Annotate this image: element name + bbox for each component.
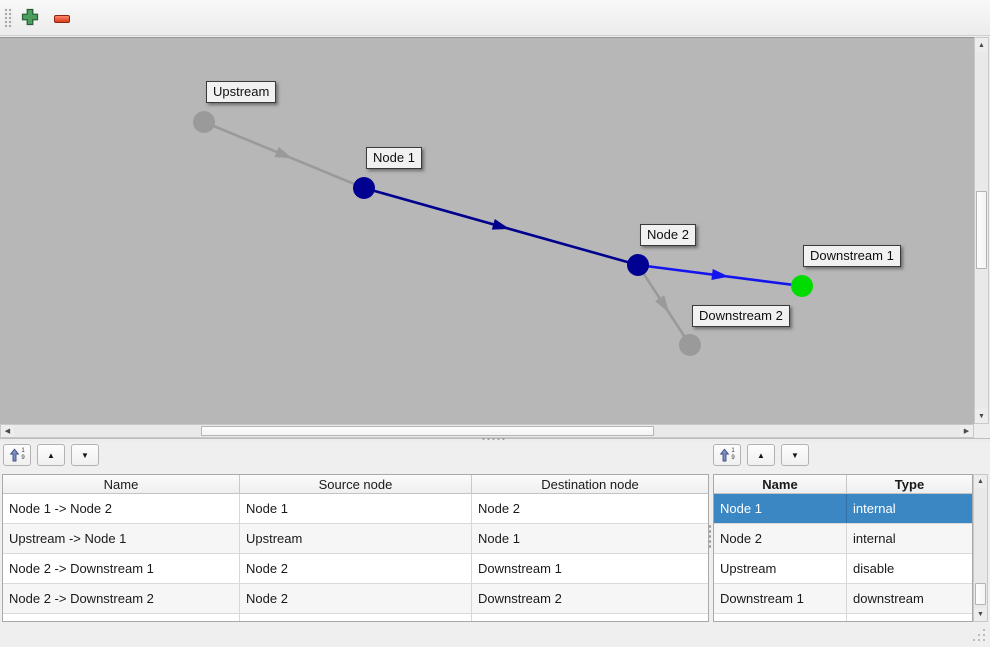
- edge-arrow-icon: [655, 295, 669, 313]
- main-toolbar: [0, 0, 990, 36]
- scroll-up-icon[interactable]: ▲: [975, 38, 988, 52]
- vertical-splitter-handle[interactable]: [708, 524, 712, 550]
- remove-button[interactable]: [50, 7, 74, 31]
- edge-sort-button[interactable]: 1 9: [3, 444, 31, 466]
- empty-row: [714, 614, 972, 621]
- node-label-node1[interactable]: Node 1: [366, 147, 422, 169]
- edge-arrow-icon: [274, 146, 293, 159]
- node-upstream[interactable]: [193, 111, 215, 133]
- move-down-icon: ▼: [791, 450, 799, 460]
- scroll-left-icon[interactable]: ◀: [1, 425, 14, 437]
- move-up-icon: ▲: [47, 450, 55, 460]
- node-row-selected[interactable]: Node 1 internal: [714, 494, 972, 524]
- node-row[interactable]: Node 2 internal: [714, 524, 972, 554]
- cell-destination[interactable]: Downstream 1: [478, 561, 562, 576]
- cell-type[interactable]: internal: [853, 501, 896, 516]
- add-button[interactable]: [18, 7, 42, 31]
- node-downstream2[interactable]: [679, 334, 701, 356]
- scroll-down-icon[interactable]: ▼: [974, 608, 987, 621]
- sort-ascending-icon: 1 9: [9, 448, 25, 462]
- cell-name[interactable]: Node 1 -> Node 2: [3, 494, 240, 523]
- empty-row: [3, 614, 708, 621]
- nodes-table-header: Name Type: [714, 475, 972, 494]
- scroll-down-icon[interactable]: ▼: [975, 409, 988, 423]
- edge-arrow-icon: [491, 219, 510, 230]
- cell-destination[interactable]: Node 1: [478, 531, 520, 546]
- cell-name[interactable]: Upstream -> Node 1: [3, 524, 240, 553]
- scroll-up-icon[interactable]: ▲: [974, 475, 987, 488]
- cell-source[interactable]: Upstream: [240, 524, 472, 553]
- node-node1[interactable]: [353, 177, 375, 199]
- node-move-up-button[interactable]: ▲: [747, 444, 775, 466]
- cell-type[interactable]: downstream: [853, 591, 924, 606]
- edge-row[interactable]: Upstream -> Node 1 Upstream Node 1: [3, 524, 708, 554]
- node-move-down-button[interactable]: ▼: [781, 444, 809, 466]
- edge-arrow-icon: [711, 269, 729, 280]
- canvas-vertical-scrollbar-thumb[interactable]: [976, 191, 987, 269]
- cell-source[interactable]: Node 1: [240, 494, 472, 523]
- nodes-table-vertical-scrollbar[interactable]: ▲ ▼: [973, 474, 988, 622]
- column-header-name[interactable]: Name: [3, 475, 240, 493]
- column-header-destination[interactable]: Destination node: [541, 476, 639, 492]
- scroll-right-icon[interactable]: ▶: [960, 425, 973, 437]
- cell-destination[interactable]: Node 2: [478, 501, 520, 516]
- edges-table: Name Source node Destination node Node 1…: [2, 474, 709, 622]
- nodes-table-scrollbar-thumb[interactable]: [975, 583, 986, 605]
- toolbar-drag-handle[interactable]: [4, 8, 13, 29]
- node-downstream1[interactable]: [791, 275, 813, 297]
- canvas-horizontal-scrollbar-thumb[interactable]: [201, 426, 654, 436]
- node-label-downstream2[interactable]: Downstream 2: [692, 305, 790, 327]
- sort-ascending-icon: 1 9: [719, 448, 735, 462]
- node-row[interactable]: Downstream 1 downstream: [714, 584, 972, 614]
- graph-svg: [193, 111, 813, 356]
- cell-name[interactable]: Node 2 -> Downstream 2: [3, 584, 240, 613]
- column-header-source[interactable]: Source node: [240, 475, 472, 493]
- cell-name[interactable]: Upstream: [714, 554, 847, 583]
- cell-name[interactable]: Node 2 -> Downstream 1: [3, 554, 240, 583]
- node-row[interactable]: Upstream disable: [714, 554, 972, 584]
- node-label-node2[interactable]: Node 2: [640, 224, 696, 246]
- remove-icon: [54, 15, 70, 23]
- add-icon: [21, 8, 39, 31]
- move-up-icon: ▲: [757, 450, 765, 460]
- horizontal-splitter[interactable]: [0, 437, 990, 442]
- edges-table-header: Name Source node Destination node: [3, 475, 708, 494]
- cell-type[interactable]: disable: [853, 561, 895, 576]
- cell-destination[interactable]: Downstream 2: [478, 591, 562, 606]
- nodes-table: Name Type Node 1 internal Node 2 interna…: [713, 474, 973, 622]
- cell-name[interactable]: Node 2: [714, 524, 847, 553]
- window-resize-grip[interactable]: [972, 627, 987, 642]
- node-sort-button[interactable]: 1 9: [713, 444, 741, 466]
- node-label-downstream1[interactable]: Downstream 1: [803, 245, 901, 267]
- column-header-name[interactable]: Name: [714, 475, 847, 493]
- scrollbar-corner: [974, 424, 990, 438]
- node-node2[interactable]: [627, 254, 649, 276]
- edge-row[interactable]: Node 2 -> Downstream 2 Node 2 Downstream…: [3, 584, 708, 614]
- cell-source[interactable]: Node 2: [240, 554, 472, 583]
- splitter-handle-icon: [481, 437, 507, 441]
- cell-type[interactable]: internal: [853, 531, 896, 546]
- cell-name[interactable]: Downstream 1: [714, 584, 847, 613]
- cell-name[interactable]: Node 1: [714, 494, 847, 523]
- move-down-icon: ▼: [81, 450, 89, 460]
- canvas-vertical-scrollbar[interactable]: ▲ ▼: [974, 37, 989, 424]
- edge-move-down-button[interactable]: ▼: [71, 444, 99, 466]
- node-label-upstream[interactable]: Upstream: [206, 81, 277, 103]
- edge-move-up-button[interactable]: ▲: [37, 444, 65, 466]
- edge-row[interactable]: Node 1 -> Node 2 Node 1 Node 2: [3, 494, 708, 524]
- edge-row[interactable]: Node 2 -> Downstream 1 Node 2 Downstream…: [3, 554, 708, 584]
- canvas-horizontal-scrollbar[interactable]: ◀ ▶: [0, 424, 974, 438]
- cell-source[interactable]: Node 2: [240, 584, 472, 613]
- column-header-type[interactable]: Type: [894, 476, 925, 492]
